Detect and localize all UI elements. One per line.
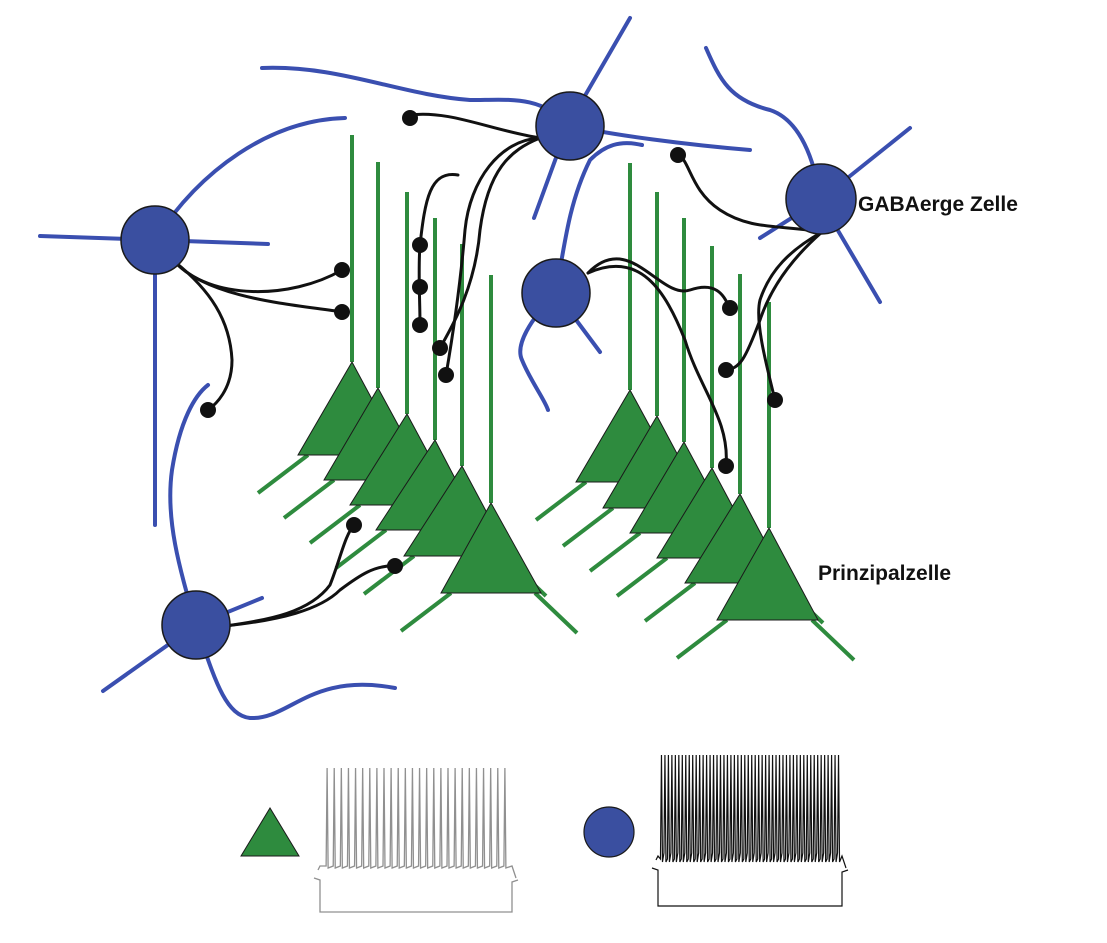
principal-cell [399,275,579,635]
synaptic-bouton [346,517,362,533]
synaptic-bouton [438,367,454,383]
synaptic-bouton [412,237,428,253]
interneuron-soma [521,258,591,328]
interneuron-legend-circle [583,806,635,858]
synaptic-bouton [412,317,428,333]
trace-depolarizing [317,767,517,879]
principal-cell [675,302,856,662]
synaptic-bouton [412,279,428,295]
interneuron-soma [120,205,190,275]
synaptic-bouton [718,362,734,378]
interneuron-somata [120,91,857,660]
trace-hyperpolarizing [651,867,849,907]
synaptic-bouton [670,147,686,163]
principal-cell-legend-triangle [240,807,300,857]
interneuron-soma [785,163,857,235]
interneuron-soma [161,590,231,660]
synaptic-bouton [432,340,448,356]
principal-cells [256,135,856,662]
synaptic-bouton [200,402,216,418]
synaptic-boutons [200,110,783,574]
synaptic-bouton [402,110,418,126]
synaptic-bouton [387,558,403,574]
synaptic-bouton [334,304,350,320]
synaptic-bouton [767,392,783,408]
synaptic-bouton [718,458,734,474]
interneuron-firing-trace [651,754,849,907]
gaba-cell-label: GABAerge Zelle [858,193,1018,216]
interneuron-soma [535,91,605,161]
trace-hyperpolarizing [313,877,519,913]
principal-cell-firing-trace [313,767,519,913]
synaptic-bouton [722,300,738,316]
trace-depolarizing [655,754,847,869]
principal-cell-label: Prinzipalzelle [818,562,951,585]
synaptic-bouton [334,262,350,278]
